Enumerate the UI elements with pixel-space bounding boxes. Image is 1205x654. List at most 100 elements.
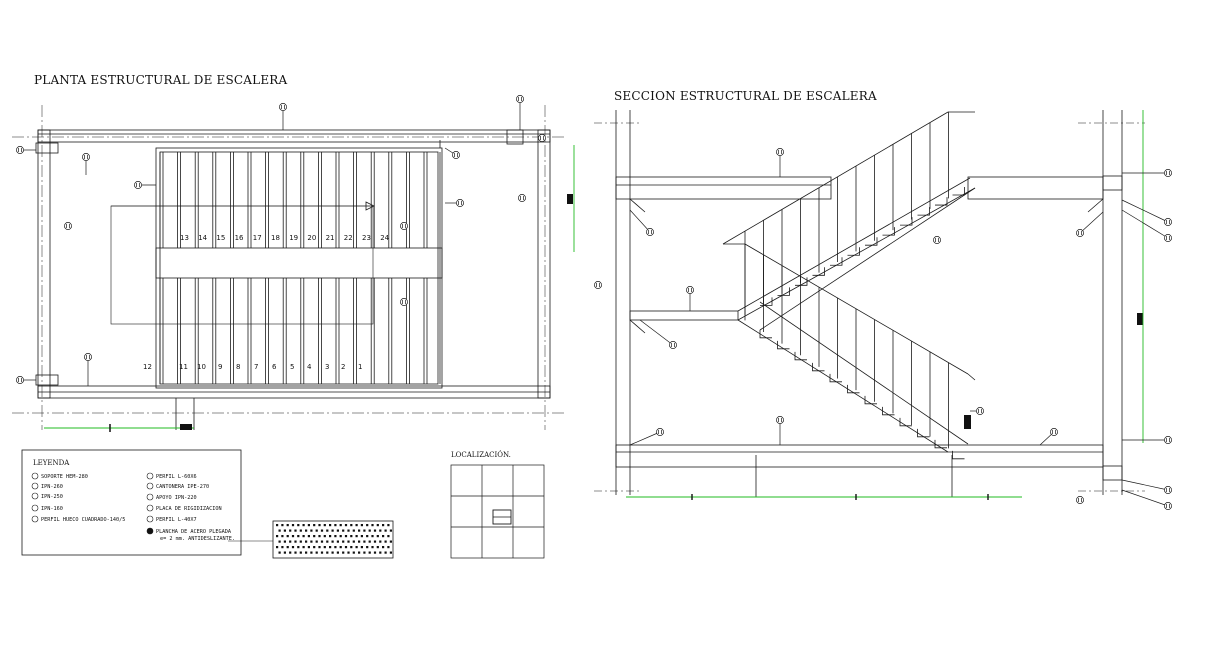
plate-hole <box>299 540 302 543</box>
plate-hole <box>313 524 316 527</box>
plate-hole <box>363 540 366 543</box>
plate-hole <box>368 551 371 554</box>
plate-hole <box>366 546 369 549</box>
plate-hole <box>334 546 337 549</box>
tag-bubble <box>400 222 408 230</box>
legend-title: LEYENDA <box>33 459 70 467</box>
tag-bubble <box>400 298 408 306</box>
plate-hole <box>281 524 284 527</box>
step-profile <box>777 340 790 350</box>
plate-pattern <box>272 520 394 559</box>
dimension-marker <box>1137 313 1143 325</box>
plate-hole <box>389 540 392 543</box>
tag-bubble <box>16 376 36 384</box>
step-number: 18 <box>271 234 280 242</box>
step-number: 23 <box>362 234 371 242</box>
tag-bubble <box>82 153 90 175</box>
step-number: 9 <box>218 363 222 371</box>
step-profile <box>847 384 860 394</box>
plate-hole <box>344 546 348 549</box>
legend-item: CANTONERA IPE-270 <box>156 484 209 490</box>
legend: LEYENDA SOPORTE HEM-280 IPN-260 IPN-250 … <box>21 449 273 556</box>
plan-view <box>12 105 565 430</box>
plate-hole <box>363 551 366 554</box>
plate-hole <box>326 529 329 532</box>
plate-hole <box>329 546 332 549</box>
plate-hole <box>320 529 324 532</box>
step-profile <box>777 287 790 296</box>
plate-hole <box>320 551 324 554</box>
step-profile <box>864 395 877 405</box>
plate-hole <box>358 551 361 554</box>
plate-hole <box>352 551 355 554</box>
plate-hole <box>297 524 300 527</box>
tag-bubble <box>933 236 941 244</box>
tag-bubble <box>518 194 526 202</box>
plate-hole <box>342 529 345 532</box>
plate-hole <box>389 551 392 554</box>
tag-bubble <box>629 209 654 236</box>
plate-hole <box>350 524 353 527</box>
tag-bubble <box>279 103 287 130</box>
tag-bubble <box>629 428 664 446</box>
tag-bubble <box>1076 496 1084 504</box>
plate-hole <box>315 551 318 554</box>
plate-hole <box>342 540 345 543</box>
section-post <box>964 415 971 429</box>
legend-item: PERFIL HUECO CUADRADO-140/5 <box>41 517 125 523</box>
plate-hole <box>307 546 310 549</box>
tag-bubble <box>1076 211 1104 237</box>
plate-hole <box>278 529 281 532</box>
plate-hole <box>339 546 342 549</box>
plate-hole <box>336 551 339 554</box>
plate-hole <box>286 535 289 538</box>
plate-hole <box>352 529 355 532</box>
plate-hole <box>350 546 353 549</box>
plate-hole <box>344 524 348 527</box>
plate-hole <box>305 551 308 554</box>
step-profile <box>952 450 965 460</box>
plate-hole <box>305 540 308 543</box>
plate-hole <box>368 540 371 543</box>
plate-hole <box>379 529 382 532</box>
plate-hole <box>373 529 377 532</box>
step-number: 21 <box>326 234 335 242</box>
plate-hole <box>336 540 339 543</box>
plate-hole <box>382 546 385 549</box>
tag-bubble <box>64 222 72 230</box>
dimension-marker <box>567 194 573 204</box>
plate-hole <box>368 529 371 532</box>
plate-hole <box>307 535 310 538</box>
step-number: 13 <box>180 234 189 242</box>
plate-hole <box>358 540 361 543</box>
tag-bubble <box>594 281 602 289</box>
tag-bubble <box>1121 199 1172 226</box>
location-title: LOCALIZACIÓN. <box>451 450 511 459</box>
step-profile <box>829 373 842 383</box>
step-profile <box>900 217 913 226</box>
plate-hole <box>336 529 339 532</box>
section-tags <box>594 148 1172 510</box>
plate-hole <box>294 529 297 532</box>
plate-hole <box>305 529 308 532</box>
plate-hole <box>318 535 321 538</box>
plate-hole <box>371 535 374 538</box>
step-profile <box>865 237 878 246</box>
plate-hole <box>387 535 390 538</box>
plate-hole <box>350 535 353 538</box>
plate-hole <box>294 551 297 554</box>
plate-hole <box>283 540 286 543</box>
plate-hole <box>389 529 392 532</box>
plate-hole <box>373 551 377 554</box>
plate-hole <box>276 546 279 549</box>
tag-bubble <box>686 286 694 311</box>
step-profile <box>935 197 948 206</box>
step-profile <box>934 439 947 449</box>
plate-hole <box>297 535 300 538</box>
step-number: 16 <box>235 234 244 242</box>
step-number: 24 <box>380 234 389 242</box>
tag-bubble <box>516 95 524 130</box>
step-number: 3 <box>325 363 329 371</box>
